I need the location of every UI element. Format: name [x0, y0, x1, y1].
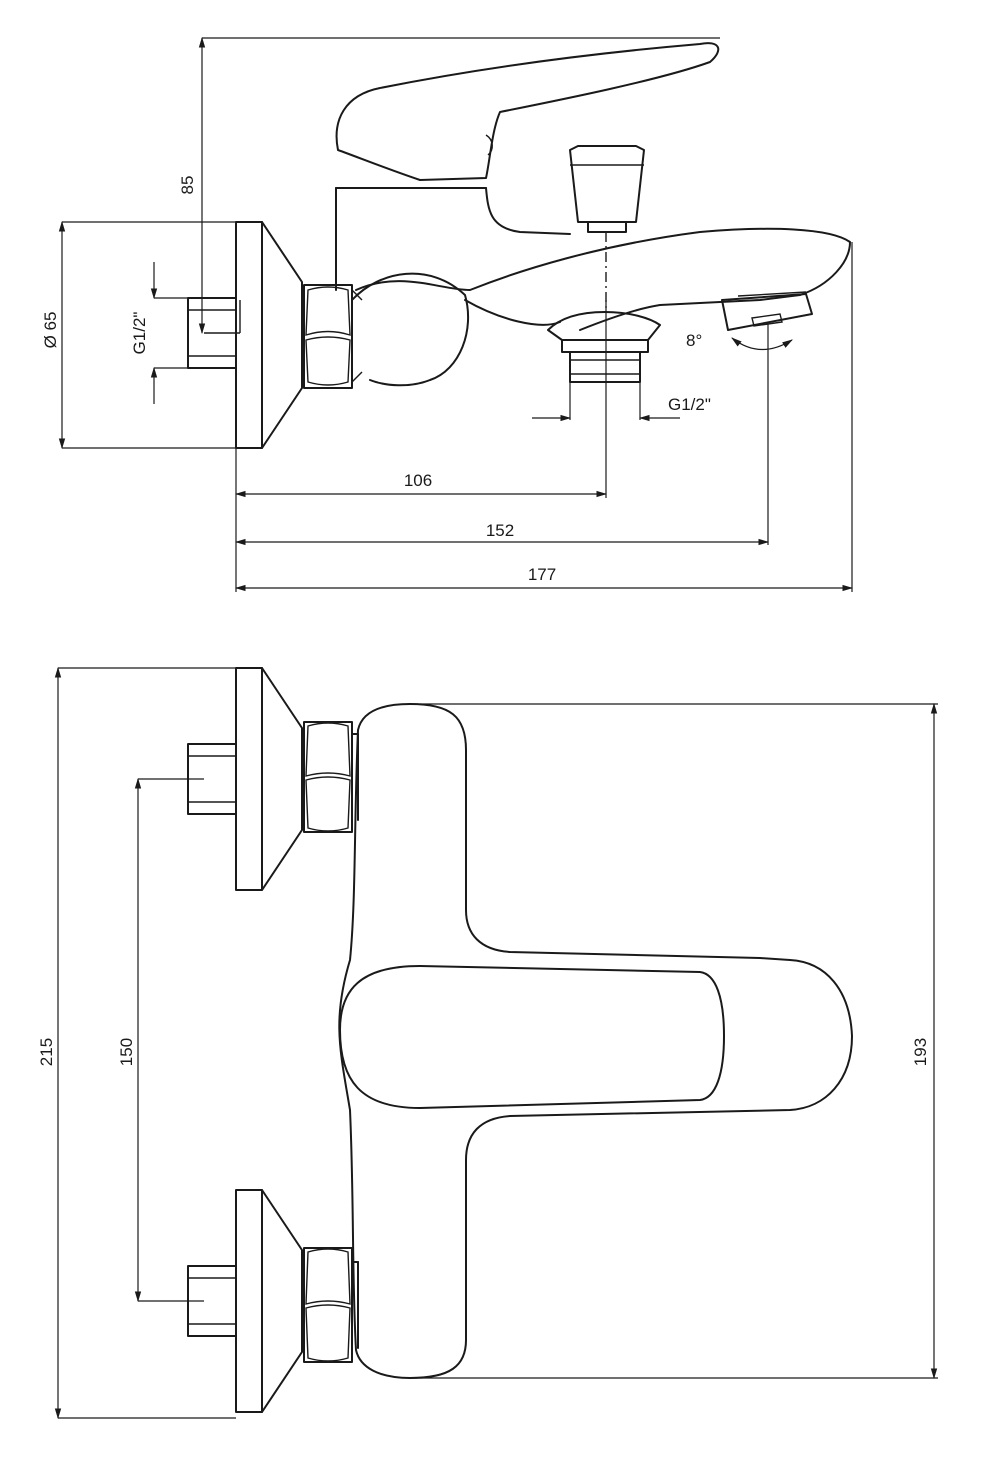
dimension-to-aerator: 152 — [234, 521, 770, 546]
lever-handle — [335, 42, 720, 181]
mixer-body-front — [338, 703, 853, 1379]
angle-label: 8° — [686, 331, 702, 350]
bath-outlet — [547, 311, 661, 383]
outlet-thread-label: G1/2" — [668, 395, 711, 414]
dimension-angle: 8° — [686, 322, 793, 545]
dimension-to-outlet-label: 106 — [404, 471, 432, 490]
upper-rosette — [187, 667, 303, 891]
upper-hex-nut — [303, 721, 359, 833]
dimension-total-length-label: 177 — [528, 565, 556, 584]
dimension-inlet-spacing-label: 150 — [117, 1038, 136, 1066]
dimension-total-width-label: 215 — [37, 1038, 56, 1066]
dimension-inlet-thread: G1/2" — [130, 262, 188, 404]
dimension-body-width: 193 — [420, 702, 938, 1380]
dimension-body-width-label: 193 — [911, 1038, 930, 1066]
dimension-inlet-spacing: 150 — [117, 777, 204, 1303]
dimension-height: 85 — [178, 36, 720, 335]
inlet-connector — [187, 297, 241, 369]
mixer-body — [335, 187, 851, 387]
dimension-outlet-thread: G1/2" — [532, 382, 711, 422]
front-view: 215 150 193 — [37, 666, 938, 1420]
wall-rosette — [235, 221, 303, 449]
dimension-to-aerator-label: 152 — [486, 521, 514, 540]
dimension-total-length: 177 — [234, 565, 854, 592]
dimension-rosette-diameter: Ø 65 — [41, 220, 236, 450]
lower-hex-nut — [303, 1247, 359, 1363]
diverter-knob — [569, 145, 645, 233]
hex-nut — [303, 284, 363, 389]
dimension-to-outlet: 106 — [234, 471, 608, 498]
dimension-rosette-label: Ø 65 — [41, 312, 60, 349]
side-view: 85 Ø 65 G1/2" G1/2" 8 — [41, 36, 854, 592]
aerator — [721, 291, 813, 331]
inlet-thread-label: G1/2" — [130, 312, 149, 355]
dimension-height-label: 85 — [178, 176, 197, 195]
dimension-total-width: 215 — [37, 666, 236, 1420]
lower-rosette — [187, 1189, 303, 1413]
